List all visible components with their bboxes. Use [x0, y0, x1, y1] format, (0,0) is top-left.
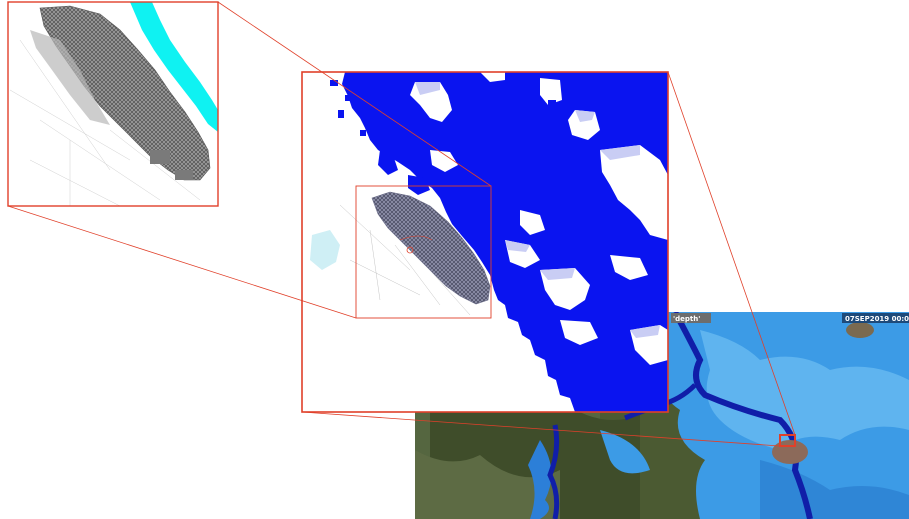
satellite-flood-map: 'depth' 07SEP2019 00:00: [415, 312, 909, 519]
timestamp-label: 07SEP2019 00:00: [845, 315, 909, 323]
city-detail-panel: [7, 1, 219, 207]
zoom-marker-satellite: [779, 434, 796, 447]
mid-zoom-frame: [301, 71, 669, 413]
inner-zoom-marker: [355, 185, 492, 319]
variable-label: 'depth': [673, 315, 700, 323]
timestamp-label-box: [842, 313, 909, 323]
zoom-connector-lines-upper: [7, 1, 492, 319]
flood-depth-zoom-panel: [301, 71, 669, 413]
zoom-connector-lines-lower: [301, 71, 796, 447]
detail-zoom-frame: [7, 1, 219, 207]
variable-label-box: [671, 313, 711, 323]
